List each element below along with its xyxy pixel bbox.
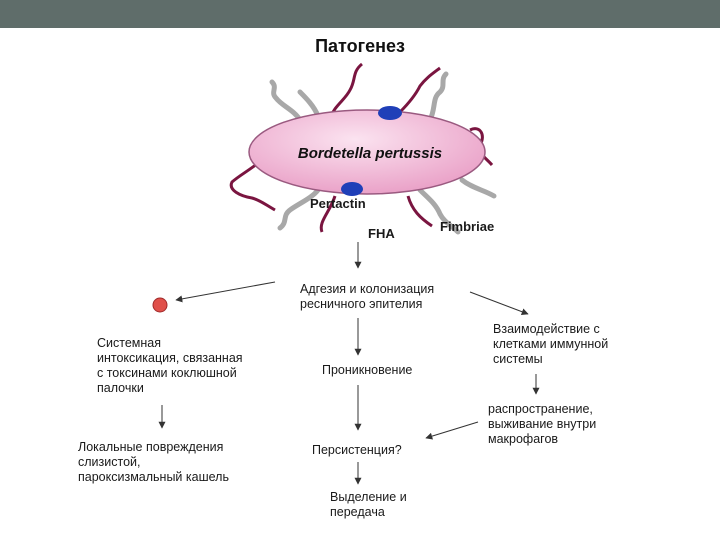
factor-pertactin: Pertactin (310, 196, 366, 211)
node-local-damage: Локальные повреждения слизистой, парокси… (78, 440, 229, 484)
fimbriae (269, 71, 497, 235)
factor-fimbriae: Fimbriae (440, 219, 495, 234)
node-immune-interaction: Взаимодействие с клетками иммунной систе… (493, 322, 609, 366)
pertactin-marker-bottom (341, 182, 363, 196)
bacterium-body (248, 109, 486, 195)
arrow-to-immune (469, 291, 529, 316)
pertactin-marker-top (378, 106, 402, 120)
arrow-to-toxin (175, 281, 276, 303)
node-adhesion: Адгезия и колонизация ресничного эпители… (300, 282, 435, 311)
node-spread-survival: распространение, выживание внутри макроф… (488, 402, 597, 446)
header-bar (0, 0, 720, 28)
node-release-transmission: Выделение и передача (330, 490, 407, 519)
organism-name: Bordetella pertussis (297, 145, 443, 162)
node-penetration: Проникновение (322, 363, 413, 377)
arrow-to-persistence-side (425, 421, 479, 440)
factor-fha: FHA (368, 226, 395, 241)
node-systemic-intoxication: Системная интоксикация, связанная с токс… (97, 336, 243, 395)
flagella (229, 62, 494, 233)
slide-title: Патогенез (315, 36, 405, 56)
node-persistence: Персистенция? (312, 443, 402, 457)
toxin-ball (152, 297, 168, 313)
